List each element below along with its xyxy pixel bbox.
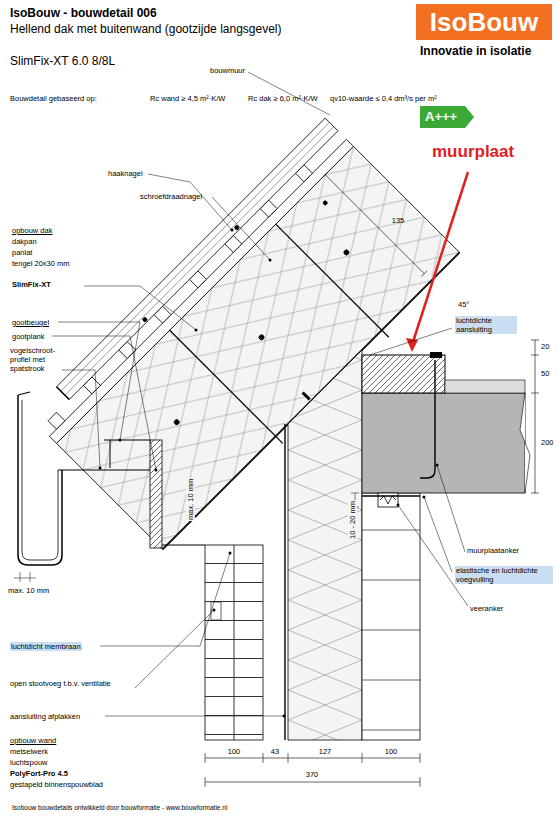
part-name: muurplaatanker bbox=[467, 546, 519, 555]
basis-note: Bouwdetail gebaseerd op: bbox=[10, 94, 97, 103]
layer-name: luchtspouw bbox=[10, 758, 48, 767]
dimension: 100 bbox=[385, 747, 398, 756]
rc-value: Rc wand ≥ 4,5 m²·K/W bbox=[150, 94, 225, 103]
footer-note: Isobouw bouwdetails ontwikkeld door bouw… bbox=[12, 804, 227, 812]
node-text: A+++ bbox=[425, 110, 457, 124]
drawing-title: IsoBouw - bouwdetail 006 bbox=[10, 6, 157, 20]
layer-name: gestapeld binnenspouwblad bbox=[10, 780, 103, 789]
dimension: 100 bbox=[228, 747, 241, 756]
part-name: bouwmuur bbox=[210, 66, 245, 75]
dimension: 135 bbox=[392, 216, 405, 225]
part-name: vogelschroot-profiel met spatstrook bbox=[10, 346, 62, 373]
product-name: SlimFix-XT 6.0 8/8L bbox=[10, 54, 115, 68]
angle: 45° bbox=[458, 300, 469, 309]
part-name: veeranker bbox=[470, 604, 503, 613]
part-name: schroefdraadnagel bbox=[140, 192, 202, 201]
part-name: luchtdicht membraan bbox=[10, 642, 82, 651]
part-name: muurplaat bbox=[432, 142, 514, 162]
subtitle: Hellend dak met buitenwand (gootzijde la… bbox=[10, 22, 282, 36]
layer-name: metselwerk bbox=[10, 747, 48, 756]
legend-heading: opbouw dak bbox=[12, 226, 52, 235]
legend-heading: opbouw wand bbox=[10, 736, 56, 745]
dimension: 200 bbox=[541, 438, 554, 447]
part-name: open stootvoeg t.b.v. ventilatie bbox=[10, 679, 134, 688]
logo-box: IsoBouw bbox=[416, 4, 552, 40]
logo-tagline: Innovatie in isolatie bbox=[420, 44, 531, 58]
layer-name: PolyFort-Pro 4.5 bbox=[10, 769, 68, 778]
dimension: 43 bbox=[271, 747, 279, 756]
dimension: 10 - 20 mm bbox=[348, 500, 357, 540]
dimension: max. 10 mm bbox=[186, 478, 195, 521]
dimension: 20 bbox=[541, 342, 549, 351]
rc-value: Rc dak ≥ 6,0 m²·K/W bbox=[248, 94, 318, 103]
part-name: gootbeugel bbox=[12, 318, 49, 327]
layer-name: dakpan bbox=[12, 237, 37, 246]
part-name: aansluiting afplakken bbox=[10, 712, 80, 721]
part-name: elastische en luchtdichte voegvulling bbox=[455, 566, 553, 584]
qv10-value: qv10-waarde ≤ 0,4 dm³/s per m² bbox=[330, 94, 437, 103]
dimension: 50 bbox=[541, 369, 549, 378]
dimension: 127 bbox=[319, 747, 332, 756]
layer-name: tengel 20x30 mm bbox=[12, 259, 70, 268]
layer-name: panlat bbox=[12, 248, 32, 257]
energy-label: A+++ bbox=[420, 106, 474, 128]
part-name: gootplank bbox=[12, 332, 45, 341]
layer-name: SlimFix-XT bbox=[12, 280, 51, 289]
node-text: IsoBouw bbox=[430, 8, 538, 37]
dimension: 370 bbox=[306, 770, 319, 779]
dimension: max. 10 mm bbox=[8, 586, 49, 595]
part-name: luchtdichte aansluiting bbox=[455, 316, 517, 334]
part-name: haaknagel bbox=[108, 169, 143, 178]
